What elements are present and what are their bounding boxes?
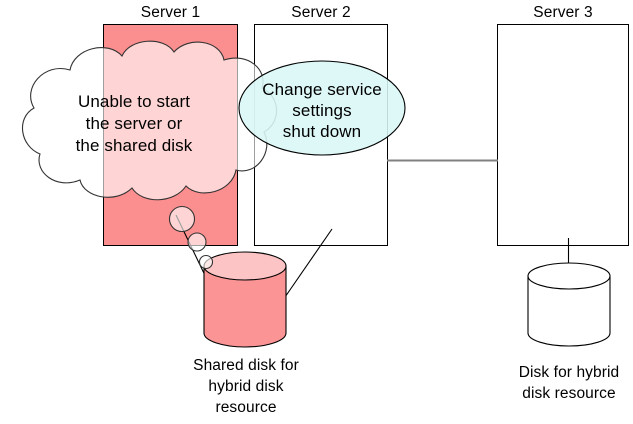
server3-box[interactable]: [497, 24, 629, 246]
shared-disk-top: [203, 251, 287, 281]
server2-title: Server 2: [291, 4, 351, 21]
status-balloon[interactable]: [238, 60, 406, 156]
cloud-message: Unable to start the server or the shared…: [75, 92, 193, 155]
server1-title: Server 1: [140, 4, 201, 21]
shared-disk-body: [203, 265, 287, 348]
cloud-bubble-small: [198, 254, 214, 270]
server2-disk-link: [282, 228, 333, 301]
cloud-shape: [21, 40, 278, 201]
shared-disk-cylinder[interactable]: [203, 251, 287, 348]
cloud-bubble-medium: [187, 232, 207, 252]
server3-title: Server 3: [533, 4, 593, 21]
shared-disk-caption: Shared disk for hybrid disk resource: [193, 357, 299, 416]
hybrid-disk-body: [527, 275, 611, 347]
thought-cloud[interactable]: [21, 40, 278, 270]
hybrid-disk-cylinder[interactable]: [527, 262, 611, 347]
hybrid-disk-top: [527, 262, 611, 290]
hybrid-disk-caption: Disk for hybrid disk resource: [518, 364, 620, 402]
cloud-bubble-large: [168, 205, 196, 233]
balloon-message: Change service settings shut down: [262, 80, 382, 141]
